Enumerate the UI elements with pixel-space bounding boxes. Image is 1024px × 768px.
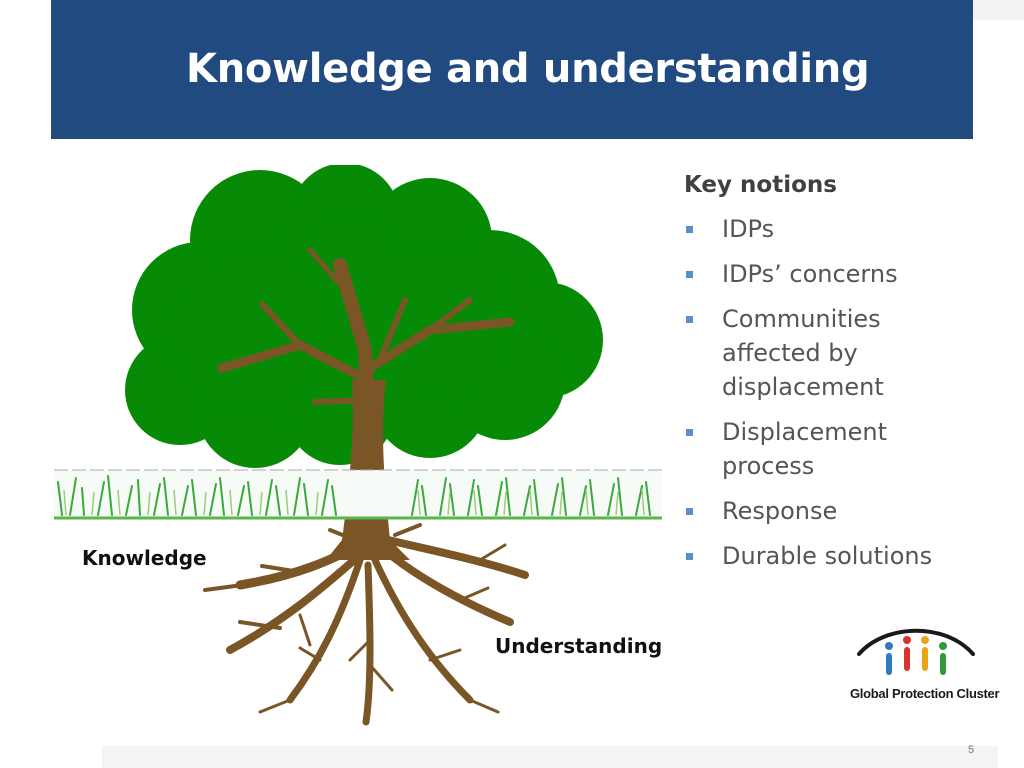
global-protection-cluster-logo <box>857 628 975 675</box>
square-bullet-icon <box>686 226 693 233</box>
list-item: Communities affected by displacement <box>684 302 984 404</box>
list-item-label: Response <box>722 497 838 525</box>
grass-strip <box>54 469 662 520</box>
key-notions-heading: Key notions <box>684 172 837 198</box>
footer-bar <box>102 746 998 768</box>
slide-title: Knowledge and understanding <box>186 46 870 92</box>
understanding-label: Understanding <box>495 634 663 658</box>
square-bullet-icon <box>686 316 693 323</box>
square-bullet-icon <box>686 553 693 560</box>
title-banner <box>51 0 973 139</box>
key-notions-panel: Key notions IDPs IDPs’ concerns Communit… <box>684 172 984 584</box>
list-item: Displacement process <box>684 415 984 483</box>
list-item: Durable solutions <box>684 539 984 573</box>
list-item-label: Durable solutions <box>722 542 933 570</box>
tree-illustration <box>54 165 662 726</box>
logo-text: Global Protection Cluster <box>850 686 1000 701</box>
list-item-label: IDPs’ concerns <box>722 260 898 288</box>
list-item: IDPs <box>684 212 984 246</box>
list-item: Response <box>684 494 984 528</box>
square-bullet-icon <box>686 429 693 436</box>
tree-roots <box>203 523 529 726</box>
page-number: 5 <box>968 744 975 756</box>
key-notions-list: IDPs IDPs’ concerns Communities affected… <box>684 212 984 573</box>
list-item-label: IDPs <box>722 215 775 243</box>
square-bullet-icon <box>686 508 693 515</box>
corner-decoration <box>972 0 1024 20</box>
logo-arc-icon <box>857 628 975 656</box>
list-item: IDPs’ concerns <box>684 257 984 291</box>
square-bullet-icon <box>686 271 693 278</box>
list-item-label: Displacement process <box>722 418 887 480</box>
knowledge-label: Knowledge <box>82 546 207 570</box>
list-item-label: Communities affected by displacement <box>722 305 884 401</box>
people-figures-icon <box>885 636 947 675</box>
